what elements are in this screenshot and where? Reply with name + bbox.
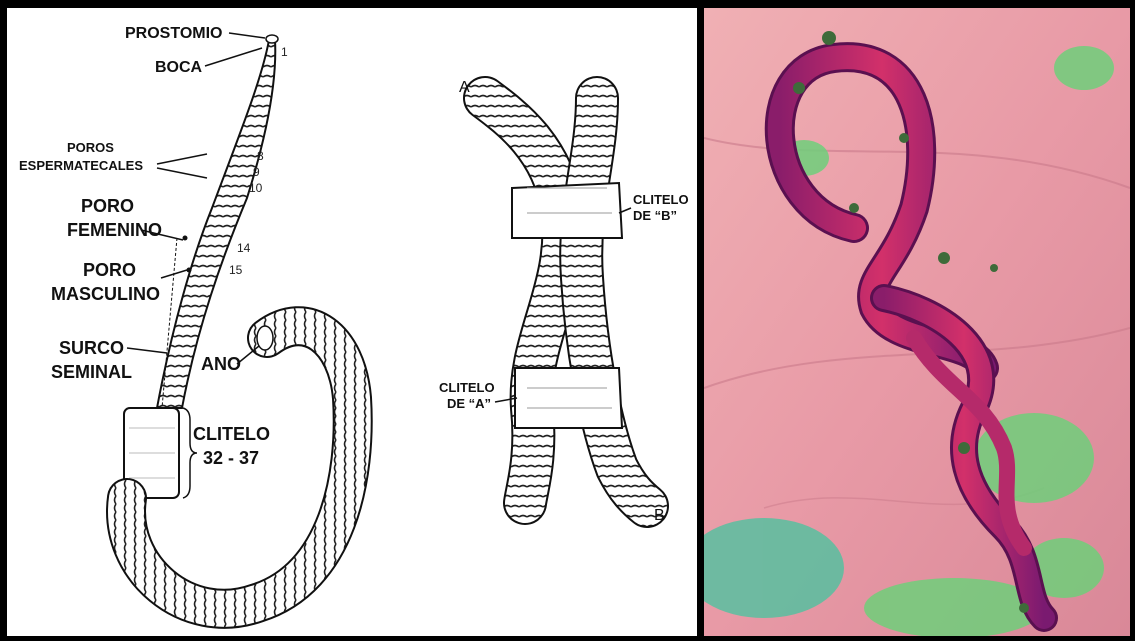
earthworm-diagram: PROSTOMIO BOCA POROS ESPERMATECALES PORO… [7,8,697,636]
clitelo-a-band [515,368,622,428]
label-clitelo-b-1: CLITELO [633,192,689,207]
label-poro-fem-1: PORO [81,196,134,216]
label-surco-1: SURCO [59,338,124,358]
clitelo-b-band [512,183,622,238]
label-poros-2: ESPERMATECALES [19,158,143,173]
label-poros-1: POROS [67,140,114,155]
label-worm-a: A [459,79,470,96]
label-worm-b: B [654,507,665,524]
label-clitelo-a-2: DE “A” [447,396,491,411]
label-poro-masc-1: PORO [83,260,136,280]
label-clitelo: CLITELO [193,424,270,444]
photo-panel [704,8,1130,636]
segment-number: 9 [253,165,260,179]
label-poro-masc-2: MASCULINO [51,284,160,304]
label-surco-2: SEMINAL [51,362,132,382]
label-clitelo-range: 32 - 37 [203,448,259,468]
segment-number: 1 [281,45,288,59]
clitellum-bracket [183,408,197,498]
label-ano: ANO [201,354,241,374]
segment-number: 15 [229,263,243,277]
segment-number: 14 [237,241,251,255]
segment-number: 8 [257,149,264,163]
diagram-panel: PROSTOMIO BOCA POROS ESPERMATECALES PORO… [7,8,697,636]
worm-a [485,98,563,503]
prostomium-tip [266,35,278,43]
anus-tip [257,326,273,350]
label-clitelo-a-1: CLITELO [439,380,495,395]
label-clitelo-b-2: DE “B” [633,208,677,223]
earthworms-photo [704,8,1130,636]
worm-b [581,98,647,506]
label-prostomio: PROSTOMIO [125,25,223,42]
label-poro-fem-2: FEMENINO [67,220,162,240]
mating-worms [485,98,647,506]
label-boca: BOCA [155,59,203,76]
segment-number: 10 [249,181,263,195]
